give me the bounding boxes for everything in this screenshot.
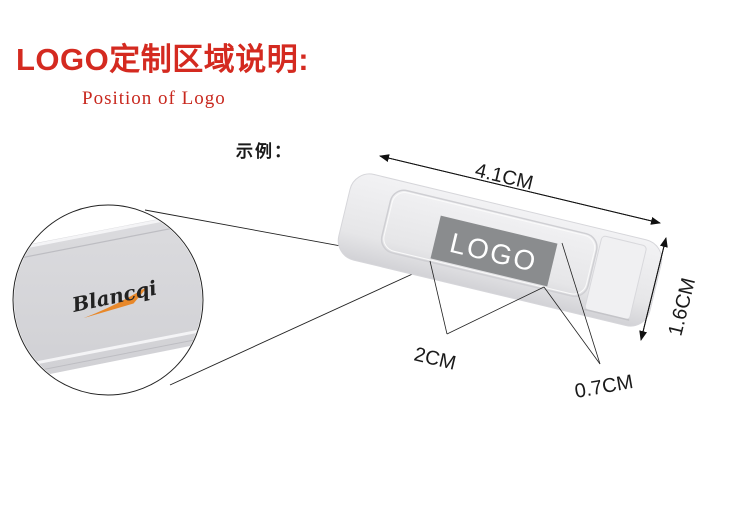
logo-height-leader-bottom xyxy=(543,286,601,365)
page-title: LOGO定制区域说明: xyxy=(16,42,310,77)
zoom-leader-line-bottom xyxy=(169,265,431,386)
logo-width-leader-left xyxy=(429,260,448,335)
width-label: 1.6CM xyxy=(665,276,701,338)
logo-height-leader-top xyxy=(561,242,601,365)
logo-height-label: 0.7CM xyxy=(573,371,635,403)
logo-width-leader-right xyxy=(446,286,545,335)
logo-width-label: 2CM xyxy=(412,343,458,374)
example-label: 示例： xyxy=(236,142,293,162)
magnifier-circle: Blancqi xyxy=(12,204,204,396)
length-label: 4.1CM xyxy=(473,159,535,194)
page-subtitle: Position of Logo xyxy=(82,88,226,109)
